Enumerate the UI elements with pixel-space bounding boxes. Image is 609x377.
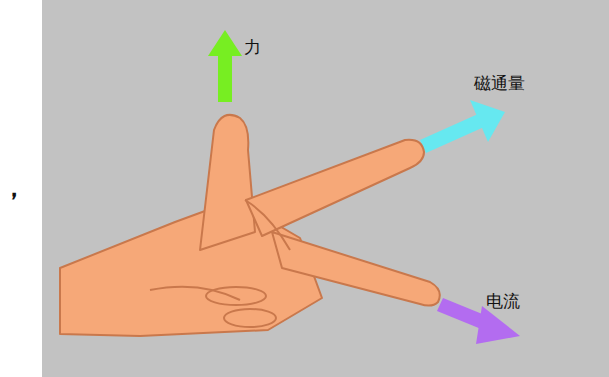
background-panel: [42, 0, 609, 377]
left-hand: [60, 115, 440, 336]
comma-mark: ，: [2, 172, 26, 204]
force-arrow: [208, 30, 242, 102]
current-label: 电流: [486, 290, 520, 313]
flux-arrow: [420, 100, 505, 153]
force-label: 力: [244, 36, 261, 59]
flux-label: 磁通量: [474, 72, 525, 95]
